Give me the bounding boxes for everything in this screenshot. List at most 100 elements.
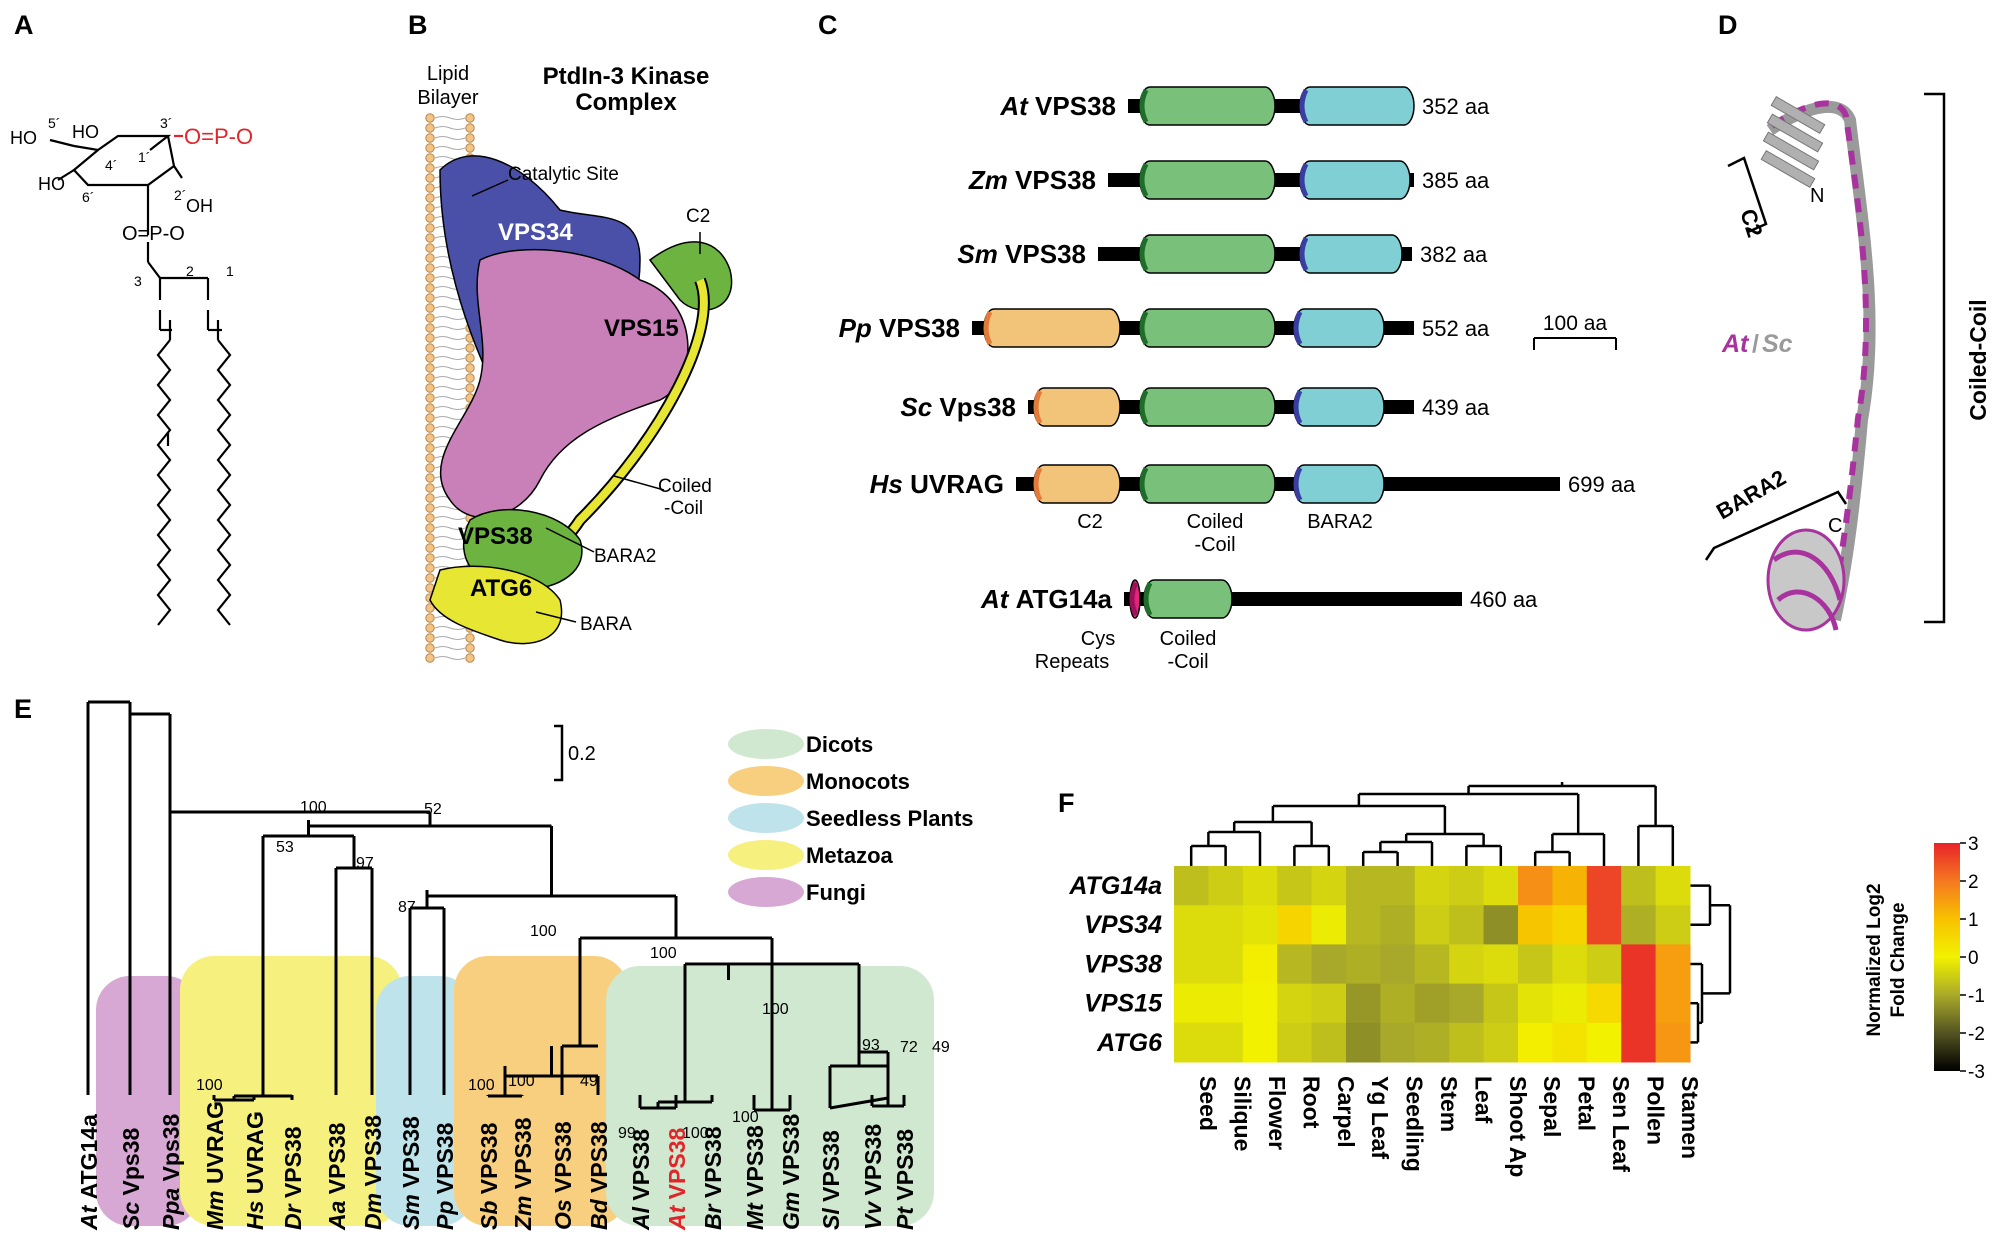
bootstrap-label: 99 (618, 1125, 636, 1142)
lipid-head (425, 263, 435, 273)
colorbar-tick-label: -2 (1968, 1024, 1985, 1045)
heatmap-cell (1449, 1022, 1485, 1063)
heatmap-cell (1449, 944, 1485, 985)
taxon-label: Hs UVRAG (242, 1111, 268, 1230)
vps15-label: VPS15 (604, 315, 679, 342)
protein-length: 352 aa (1422, 94, 1490, 119)
lipid-head (425, 623, 435, 633)
taxon-label: Gm VPS38 (778, 1113, 804, 1230)
species-abbrev: At (980, 584, 1016, 614)
protein-name: At ATG14a (980, 584, 1113, 614)
lipid-head (425, 223, 435, 233)
taxon-gene: UVRAG (242, 1111, 268, 1194)
domain-edge (1299, 88, 1309, 124)
heatmap-cell (1449, 866, 1485, 906)
ring-label-oh: OH (186, 196, 213, 216)
lipid-head (425, 513, 435, 523)
bootstrap-label: 100 (650, 945, 677, 962)
heatmap-cell (1242, 944, 1278, 985)
protein-name: Hs UVRAG (870, 469, 1004, 499)
lipid-head (465, 653, 475, 663)
legend-swatch (728, 877, 804, 907)
lipid-label-1: Lipid (427, 63, 469, 85)
lipid-head (425, 413, 435, 423)
heatmap-cell (1483, 1022, 1519, 1063)
taxon-gene: VPS38 (742, 1125, 768, 1197)
lipid-head (425, 233, 435, 243)
lipid-head (465, 363, 475, 373)
coiled-label-c-1: Coiled (1160, 628, 1217, 650)
heatmap-row-label: VPS38 (1084, 950, 1162, 978)
heatmap-cell (1552, 983, 1588, 1024)
lipid-tail (434, 656, 466, 660)
lipid-head (425, 303, 435, 313)
heatmap-col-label: Seedling (1402, 1076, 1428, 1172)
d-bara2-label: BARA2 (1712, 465, 1790, 525)
heatmap-cell (1586, 866, 1622, 906)
bara-label: BARA (580, 614, 632, 635)
lipid-tail (434, 536, 466, 540)
domain-cc (1139, 387, 1276, 427)
clade-bg-fungi (96, 976, 200, 1226)
gene-name: VPS38 (1015, 165, 1096, 195)
domain-edge (983, 310, 993, 346)
domain-c2 (1033, 464, 1121, 504)
heatmap-cell (1242, 905, 1278, 945)
vps15-shape (439, 248, 689, 519)
taxon-label: Zm VPS38 (510, 1117, 536, 1231)
lipid-head (425, 533, 435, 543)
bootstrap-label: 87 (398, 899, 416, 916)
d-c-terminus: C (1828, 515, 1842, 537)
panel-d: D C2 N C BARA2 At / Sc Coiled-Coil (1704, 10, 1991, 632)
heatmap-cell (1483, 866, 1519, 906)
domain-cc (1139, 234, 1276, 274)
lipid-head (425, 243, 435, 253)
taxon-label: Sm VPS38 (398, 1116, 424, 1230)
complex-title-2: Complex (575, 89, 677, 116)
lipid-head (425, 193, 435, 203)
heatmap-cell (1621, 905, 1657, 945)
taxon-label: Mt VPS38 (742, 1125, 768, 1230)
bara2-label: BARA2 (594, 546, 656, 567)
lipid-head (425, 273, 435, 283)
taxon-label: Sl VPS38 (818, 1130, 844, 1230)
heatmap-cell (1174, 905, 1209, 945)
heatmap-cell (1277, 944, 1313, 985)
bootstrap-label: 100 (682, 1125, 709, 1142)
ring-label-1: 1´ (138, 149, 150, 165)
catalytic-site-label: Catalytic Site (508, 164, 619, 185)
lipid-head (425, 113, 435, 123)
lipid-head (425, 363, 435, 373)
lipid-head (425, 133, 435, 143)
heatmap-cell (1208, 983, 1244, 1024)
taxon-species: Pt (892, 1201, 918, 1230)
heatmap-cell (1655, 905, 1691, 945)
bootstrap-label: 100 (468, 1077, 495, 1094)
colorbar-tick-label: 2 (1968, 872, 1979, 893)
heatmap-cell (1552, 905, 1588, 945)
d-sc-label: Sc (1762, 330, 1793, 358)
protein-name: Sm VPS38 (957, 239, 1086, 269)
taxon-gene: VPS38 (700, 1126, 726, 1198)
lipid-head (425, 343, 435, 353)
bootstrap-label: 49 (580, 1073, 598, 1090)
legend-swatch (728, 729, 804, 759)
species-abbrev: Sm (957, 239, 1005, 269)
heatmap-cell (1174, 944, 1209, 985)
taxon-gene: VPS38 (432, 1122, 458, 1194)
c2-beta-sandwich (1760, 95, 1826, 189)
taxon-label: Vv VPS38 (860, 1124, 886, 1230)
lipid-head (425, 393, 435, 403)
taxon-species: Sl (818, 1202, 844, 1230)
d-at-label: At (1721, 330, 1750, 358)
bootstrap-label: 100 (732, 1109, 759, 1126)
taxon-gene: UVRAG (202, 1101, 228, 1184)
protein-name: At VPS38 (999, 91, 1116, 121)
taxon-gene: Vps38 (158, 1113, 184, 1181)
heatmap-col-label: Sepal (1539, 1076, 1565, 1137)
ring-label-6: 6´ (82, 189, 94, 205)
domain-edge (1293, 466, 1303, 502)
lipid-head (465, 133, 475, 143)
